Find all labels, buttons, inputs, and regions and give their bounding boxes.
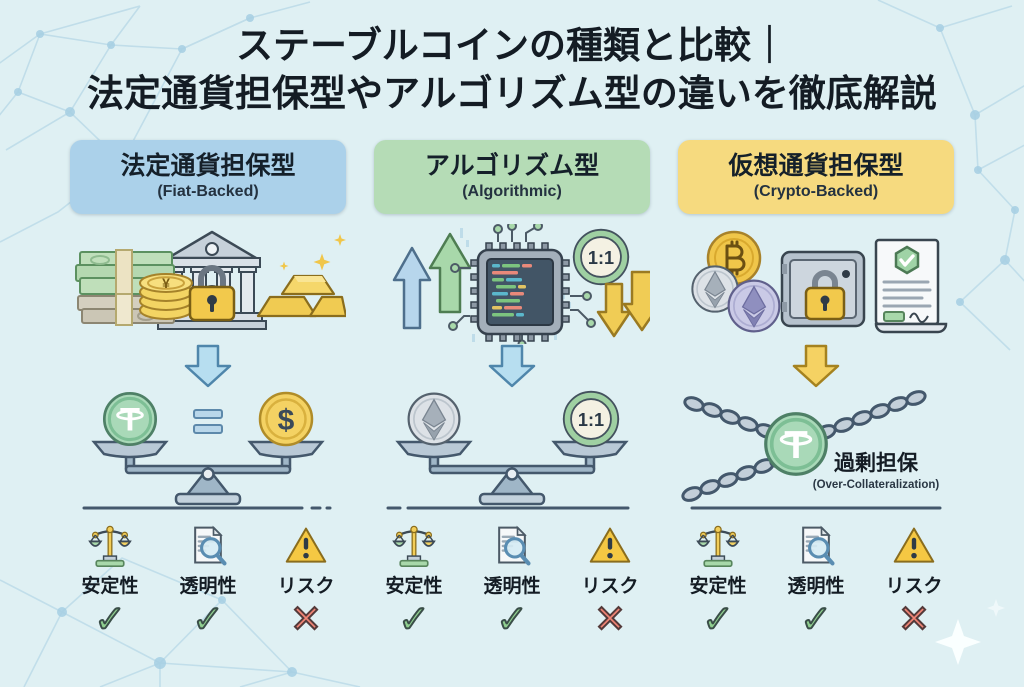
feature-stability: 安定性	[682, 524, 754, 598]
feature-label: 安定性	[689, 576, 747, 598]
check-icon: ✓	[799, 598, 833, 642]
feature-stability: 安定性	[378, 524, 450, 598]
balance-scale-frame	[91, 440, 325, 506]
yen-coin-stack-icon: ¥	[139, 273, 193, 321]
cross-icon: ✕	[289, 598, 323, 642]
feature-label: 安定性	[385, 576, 443, 598]
down-arrow-yellow-icons	[596, 270, 650, 338]
crypto-down-arrow-icon	[792, 344, 840, 388]
algo-title-jp: アルゴリズム型	[424, 152, 600, 181]
balance-scale-icon	[696, 525, 740, 568]
code-lines	[492, 264, 532, 317]
balance-scale-icon	[88, 525, 132, 568]
balance-scale-frame	[395, 440, 629, 506]
column-fiat-backed: 法定通貨担保型 (Fiat-Backed)	[70, 140, 346, 642]
column-crypto-backed: 仮想通貨担保型 (Crypto-Backed)	[678, 140, 954, 642]
svg-text:¥: ¥	[162, 275, 170, 291]
cross-icon: ✕	[897, 598, 931, 642]
warning-triangle-icon	[893, 527, 935, 563]
page-title: ステーブルコインの種類と比較｜ 法定通貨担保型やアルゴリズム型の違いを徹底解説	[0, 0, 1024, 118]
feature-label: リスク	[277, 576, 335, 598]
svg-text:$: $	[278, 404, 295, 437]
crypto-header: 仮想通貨担保型 (Crypto-Backed)	[678, 140, 954, 215]
column-algorithmic: アルゴリズム型 (Algorithmic)	[374, 140, 650, 642]
document-magnifier-icon	[186, 524, 230, 568]
algorithm-illustration	[392, 224, 650, 345]
algo-marks: ✓ ✓ ✕	[378, 598, 646, 642]
gold-bars-icon	[256, 275, 346, 318]
cross-icon: ✕	[593, 598, 627, 642]
feature-label: 安定性	[81, 576, 139, 598]
feature-label: 透明性	[483, 576, 541, 598]
feature-label: 透明性	[787, 576, 845, 598]
check-icon: ✓	[495, 598, 529, 642]
stamp-icon	[883, 311, 905, 323]
sparkle-icon	[935, 599, 1005, 665]
check-icon: ✓	[701, 598, 735, 642]
document-magnifier-icon	[490, 524, 534, 568]
fiat-features: 安定性 透明性 リスク	[74, 524, 342, 598]
crypto-collateral-illustration	[691, 230, 948, 334]
cpu-chip-icon	[470, 242, 570, 342]
bitcoin-symbol	[725, 240, 746, 276]
algo-title-en: (Algorithmic)	[462, 182, 562, 200]
crypto-chained-coin: 過剰担保 (Over-Collateralization)	[679, 388, 942, 510]
algo-balance-scale	[386, 388, 630, 510]
feature-risk: リスク	[574, 524, 646, 598]
feature-transparency: 透明性	[476, 524, 548, 598]
padlock-icon	[804, 270, 846, 321]
padlock-icon	[188, 265, 236, 322]
up-arrow-blue-icon	[392, 246, 432, 330]
up-arrow-green-icon	[428, 232, 472, 314]
document-magnifier-icon	[794, 524, 838, 568]
equals-sign-icon	[193, 409, 223, 435]
dollar-coin-icon: $	[258, 391, 314, 447]
algo-features: 安定性 透明性 リスク	[378, 524, 646, 598]
balance-scale-icon	[392, 525, 436, 568]
crypto-title-en: (Crypto-Backed)	[753, 182, 879, 200]
fiat-marks: ✓ ✓ ✕	[74, 598, 342, 642]
check-icon: ✓	[191, 598, 225, 642]
crypto-title-jp: 仮想通貨担保型	[728, 152, 904, 181]
feature-label: リスク	[581, 576, 639, 598]
verified-hexagon-icon	[894, 245, 920, 275]
fiat-collateral-illustration: ¥	[75, 230, 346, 331]
page-title-line2: 法定通貨担保型やアルゴリズム型の違いを徹底解説	[87, 73, 937, 115]
check-icon: ✓	[397, 598, 431, 642]
warning-triangle-icon	[285, 527, 327, 563]
feature-label: 透明性	[179, 576, 237, 598]
algo-down-arrow-icon	[488, 344, 536, 388]
audit-document-icon	[874, 238, 948, 334]
crypto-marks: ✓ ✓ ✕	[682, 598, 950, 642]
algo-header: アルゴリズム型 (Algorithmic)	[374, 140, 650, 215]
feature-risk: リスク	[878, 524, 950, 598]
over-collateralization-label-jp: 過剰担保	[834, 451, 919, 475]
feature-label: リスク	[885, 576, 943, 598]
crypto-features: 安定性 透明性 リスク	[682, 524, 950, 598]
fiat-balance-scale: $	[82, 391, 332, 510]
circuit-nodes	[448, 224, 596, 345]
feature-transparency: 透明性	[172, 524, 244, 598]
feature-risk: リスク	[270, 524, 342, 598]
fiat-header: 法定通貨担保型 (Fiat-Backed)	[70, 140, 346, 215]
check-icon: ✓	[93, 598, 127, 642]
signature-icon	[909, 312, 929, 324]
fiat-title-jp: 法定通貨担保型	[120, 152, 296, 181]
feature-transparency: 透明性	[780, 524, 852, 598]
fiat-down-arrow-icon	[184, 344, 232, 388]
page-title-line1: ステーブルコインの種類と比較｜	[235, 25, 789, 66]
warning-triangle-icon	[589, 527, 631, 563]
feature-stability: 安定性	[74, 524, 146, 598]
sparkles-icon	[279, 234, 346, 271]
fiat-title-en: (Fiat-Backed)	[157, 182, 259, 200]
over-collateralization-label-en: (Over-Collateralization)	[813, 479, 940, 491]
comparison-columns: 法定通貨担保型 (Fiat-Backed)	[0, 140, 1024, 642]
